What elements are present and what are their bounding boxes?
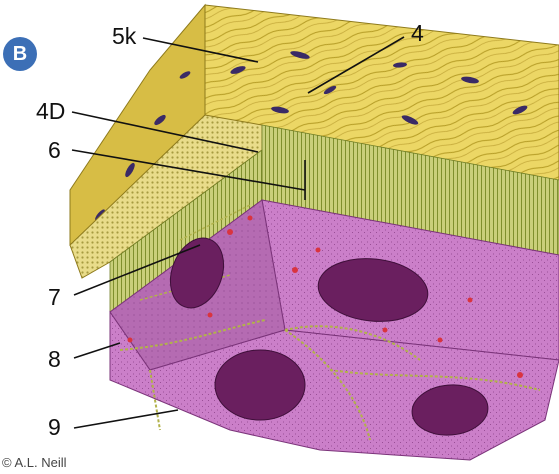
label-7: 7 <box>48 286 61 309</box>
label-4D: 4D <box>36 100 65 123</box>
copyright-credit: © A.L. Neill <box>2 455 67 470</box>
label-6: 6 <box>48 139 61 162</box>
label-5k: 5k <box>112 25 136 48</box>
panel-badge: B <box>3 37 37 71</box>
label-4: 4 <box>411 22 424 45</box>
label-9: 9 <box>48 416 61 439</box>
label-8: 8 <box>48 348 61 371</box>
